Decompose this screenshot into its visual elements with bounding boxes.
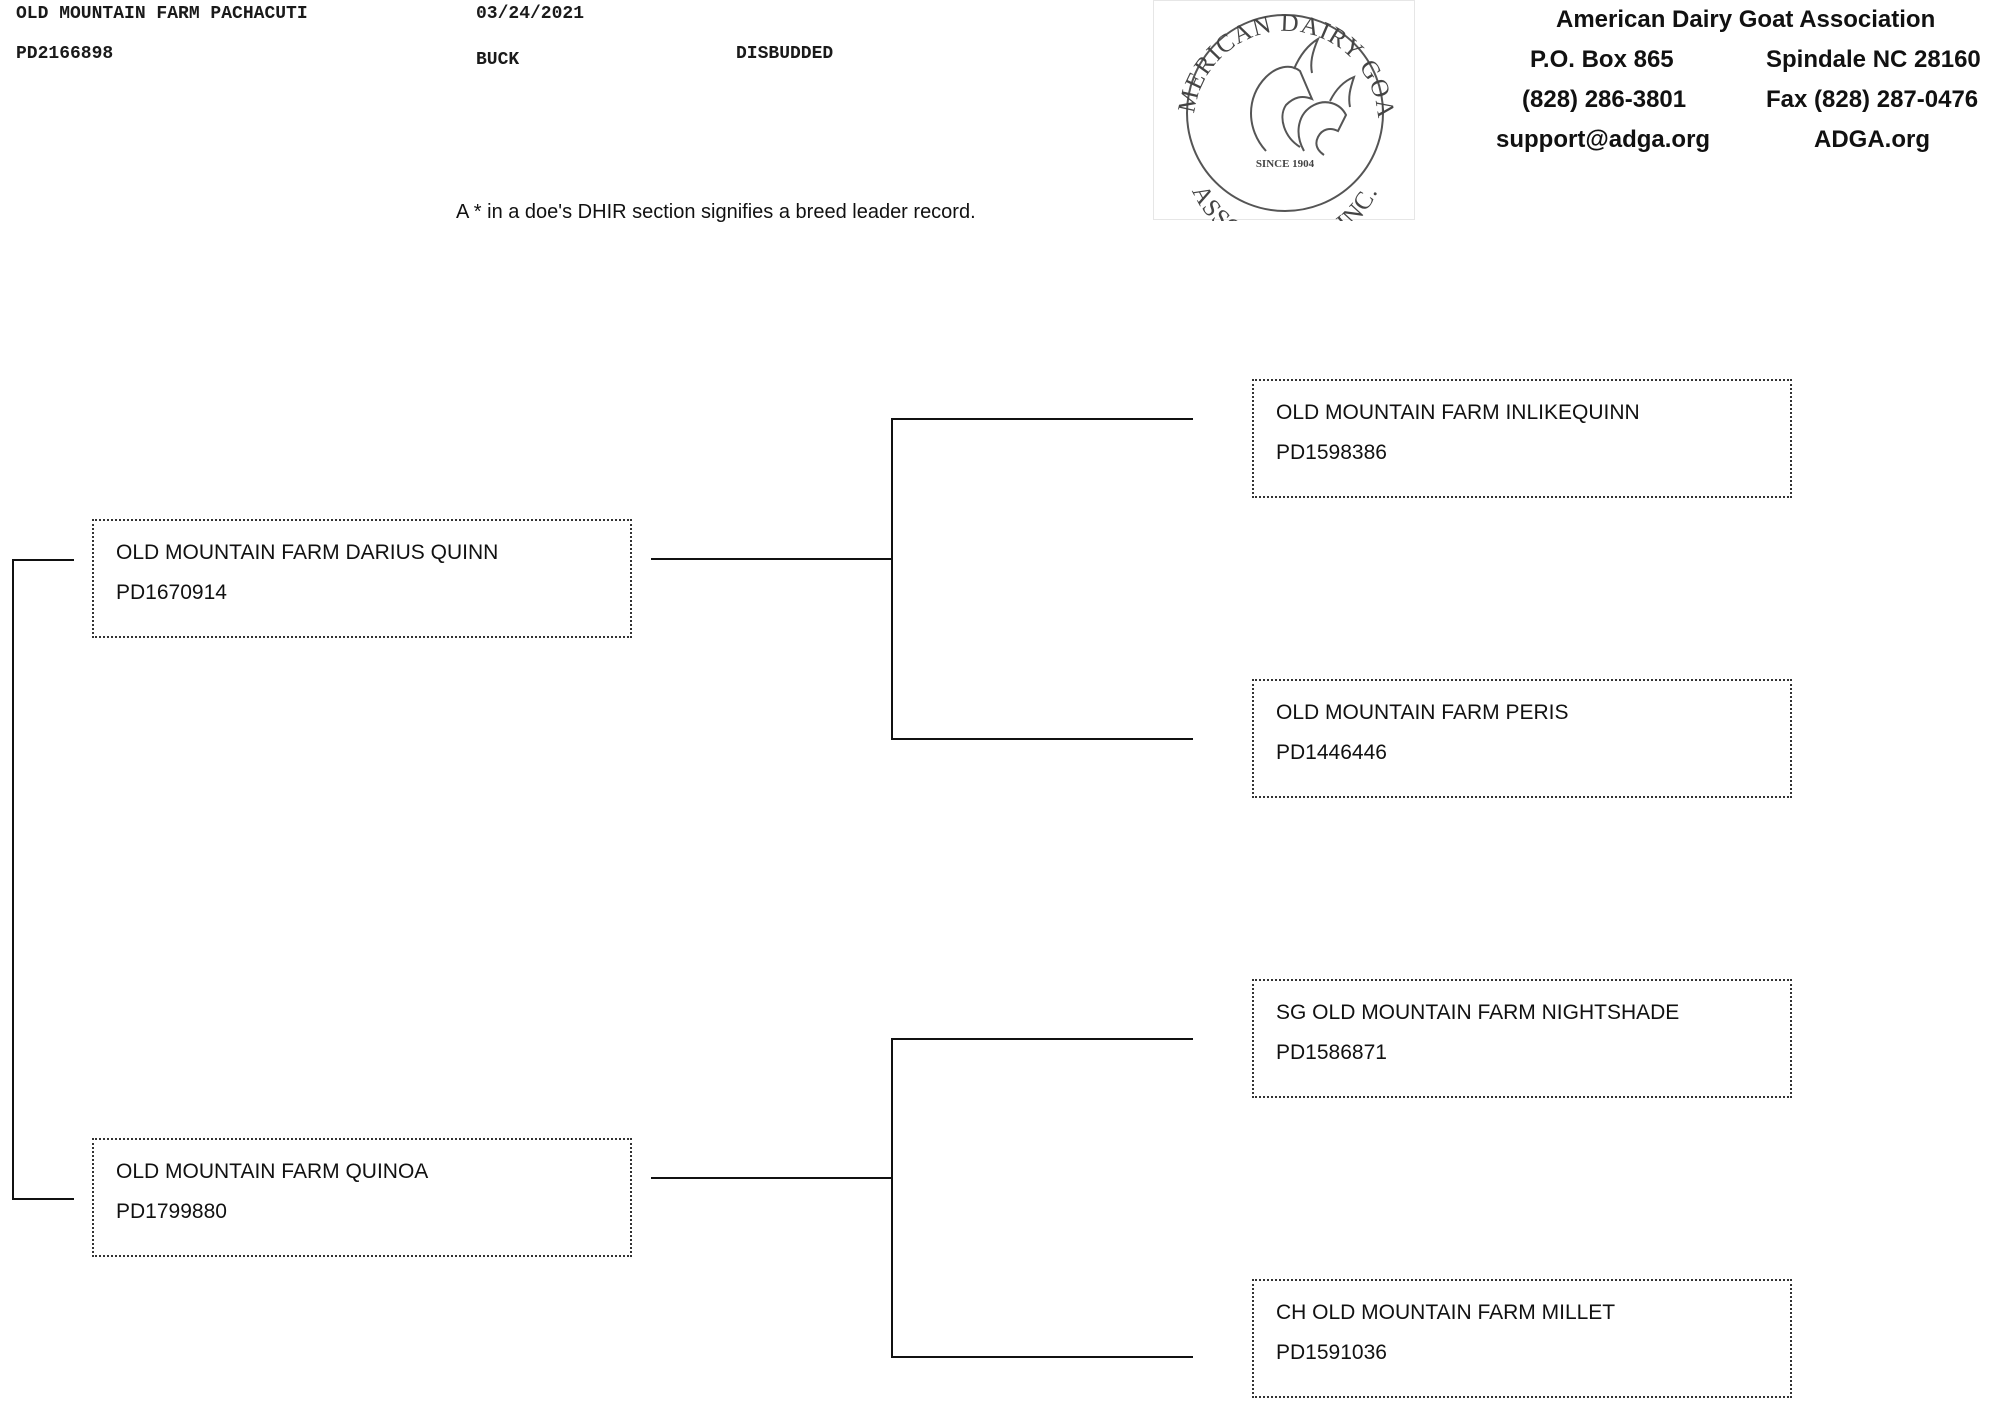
connector-dam-branch xyxy=(651,1177,893,1179)
breed-leader-note: A * in a doe's DHIR section signifies a … xyxy=(456,201,976,223)
dam-dam-name: CH OLD MOUNTAIN FARM MILLET xyxy=(1276,1301,1616,1324)
association-email: support@adga.org xyxy=(1496,126,1711,153)
sire-sire-name: OLD MOUNTAIN FARM INLIKEQUINN xyxy=(1276,401,1640,424)
dam-dam-box: CH OLD MOUNTAIN FARM MILLET PD1591036 xyxy=(1252,1279,1792,1398)
dam-box: OLD MOUNTAIN FARM QUINOA PD1799880 xyxy=(92,1138,632,1257)
logo-since: SINCE 1904 xyxy=(1256,158,1315,170)
sire-box: OLD MOUNTAIN FARM DARIUS QUINN PD1670914 xyxy=(92,519,632,638)
dam-dam-registration: PD1591036 xyxy=(1276,1341,1387,1364)
sire-registration: PD1670914 xyxy=(116,581,227,604)
birth-date: 03/24/2021 xyxy=(476,4,585,24)
animal-name: OLD MOUNTAIN FARM PACHACUTI xyxy=(16,4,308,24)
connector-sire-branch xyxy=(651,558,893,560)
sire-name: OLD MOUNTAIN FARM DARIUS QUINN xyxy=(116,541,499,564)
connector-sire-sire xyxy=(891,418,1193,420)
dam-name: OLD MOUNTAIN FARM QUINOA xyxy=(116,1160,429,1183)
logo-top-text: AMERICAN DAIRY GOAT xyxy=(1144,0,1398,119)
pedigree-connector-root xyxy=(12,559,14,1200)
connector-to-dam xyxy=(12,1198,74,1200)
connector-dam-sire xyxy=(891,1038,1193,1040)
association-name: American Dairy Goat Association xyxy=(1556,6,1936,33)
sire-dam-registration: PD1446446 xyxy=(1276,741,1387,764)
association-fax: Fax (828) 287-0476 xyxy=(1766,86,1979,113)
connector-dam-fork xyxy=(891,1038,893,1358)
connector-sire-fork xyxy=(891,418,893,740)
sire-sire-registration: PD1598386 xyxy=(1276,441,1387,464)
connector-sire-dam xyxy=(891,738,1193,740)
dam-registration: PD1799880 xyxy=(116,1200,227,1223)
logo-bottom-text: ASSOCIATION INC. xyxy=(1186,181,1382,259)
dam-sire-name: SG OLD MOUNTAIN FARM NIGHTSHADE xyxy=(1276,1001,1680,1024)
association-phone: (828) 286-3801 xyxy=(1522,86,1687,113)
adga-seal-icon: AMERICAN DAIRY GOAT ASSOCIATION INC. SIN… xyxy=(1144,0,1399,258)
association-website: ADGA.org xyxy=(1814,126,1930,153)
horn-status: DISBUDDED xyxy=(736,44,834,64)
connector-to-sire xyxy=(12,559,74,561)
goat-heads-icon xyxy=(1250,36,1356,156)
animal-registration: PD2166898 xyxy=(16,44,114,64)
dam-sire-registration: PD1586871 xyxy=(1276,1041,1387,1064)
dam-sire-box: SG OLD MOUNTAIN FARM NIGHTSHADE PD158687… xyxy=(1252,979,1792,1098)
animal-sex: BUCK xyxy=(476,50,520,70)
sire-dam-box: OLD MOUNTAIN FARM PERIS PD1446446 xyxy=(1252,679,1792,798)
adga-logo: AMERICAN DAIRY GOAT ASSOCIATION INC. SIN… xyxy=(1144,0,1415,258)
sire-dam-name: OLD MOUNTAIN FARM PERIS xyxy=(1276,701,1569,724)
connector-dam-dam xyxy=(891,1356,1193,1358)
association-city: Spindale NC 28160 xyxy=(1766,46,1981,73)
svg-text:ASSOCIATION INC.: ASSOCIATION INC. xyxy=(1186,181,1383,221)
sire-sire-box: OLD MOUNTAIN FARM INLIKEQUINN PD1598386 xyxy=(1252,379,1792,498)
association-po-box: P.O. Box 865 xyxy=(1530,46,1674,73)
svg-text:AMERICAN DAIRY GOAT: AMERICAN DAIRY GOAT xyxy=(1154,1,1399,119)
